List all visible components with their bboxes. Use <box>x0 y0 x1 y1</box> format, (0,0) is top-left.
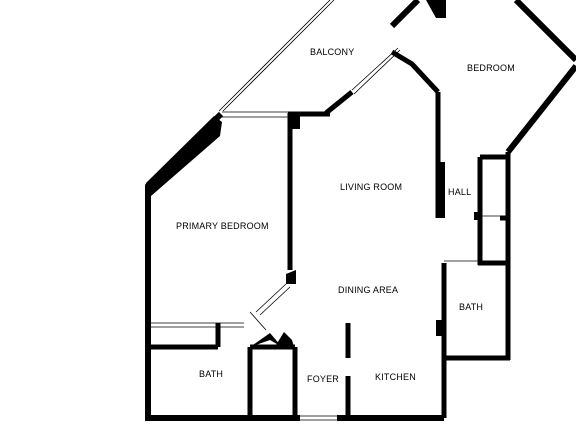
primary-bedroom-diagonal-wall <box>146 116 222 196</box>
label-hall: HALL <box>448 187 471 197</box>
label-bath-left: BATH <box>199 369 223 379</box>
label-bedroom: BEDROOM <box>467 63 515 73</box>
door-swings <box>249 49 401 331</box>
label-primary-bedroom: PRIMARY BEDROOM <box>176 221 269 231</box>
label-foyer: FOYER <box>307 374 339 384</box>
label-kitchen: KITCHEN <box>375 372 416 382</box>
balcony-railing <box>218 0 335 112</box>
interior-walls <box>150 47 511 418</box>
label-bath-right: BATH <box>459 302 483 312</box>
label-living-room: LIVING ROOM <box>340 182 402 192</box>
window-frames <box>150 111 500 421</box>
label-dining-area: DINING AREA <box>338 285 398 295</box>
label-balcony: BALCONY <box>310 47 354 57</box>
wall-blocks <box>250 0 482 347</box>
